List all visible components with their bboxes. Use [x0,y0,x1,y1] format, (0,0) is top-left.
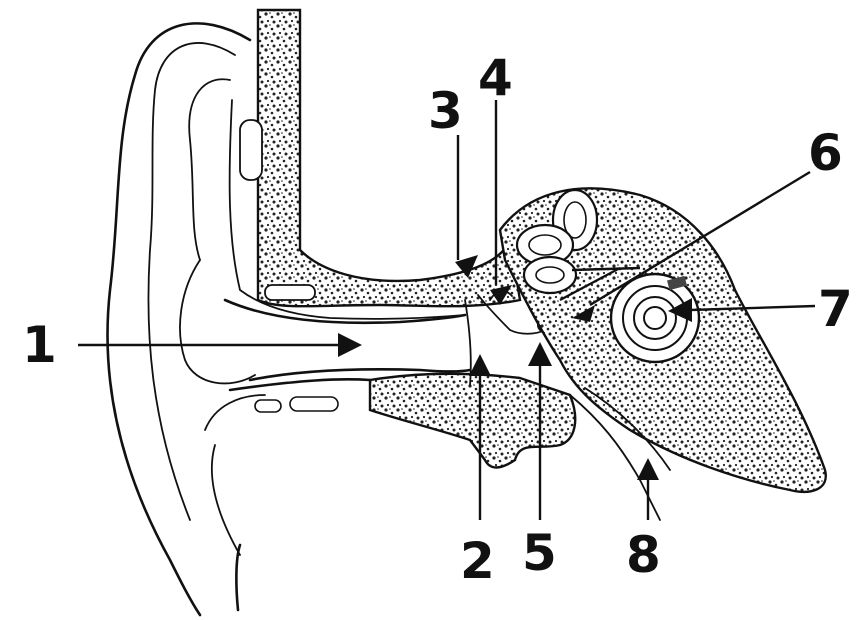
temporal-bone-lower [205,374,575,468]
label-8: 8 [626,526,661,584]
label-6: 6 [808,124,843,182]
pointer-5-arrowhead [528,342,552,366]
pointer-8-arrowhead [637,458,659,480]
pointer-2-arrowhead [469,354,491,376]
label-2: 2 [460,532,495,590]
temporal-bone-upper [230,10,520,319]
pinna [108,23,256,615]
label-1: 1 [22,316,57,374]
label-5: 5 [522,524,557,582]
label-7: 7 [818,280,853,338]
label-3: 3 [428,82,463,140]
pointer-1-arrowhead [338,333,362,357]
label-4: 4 [478,49,513,107]
